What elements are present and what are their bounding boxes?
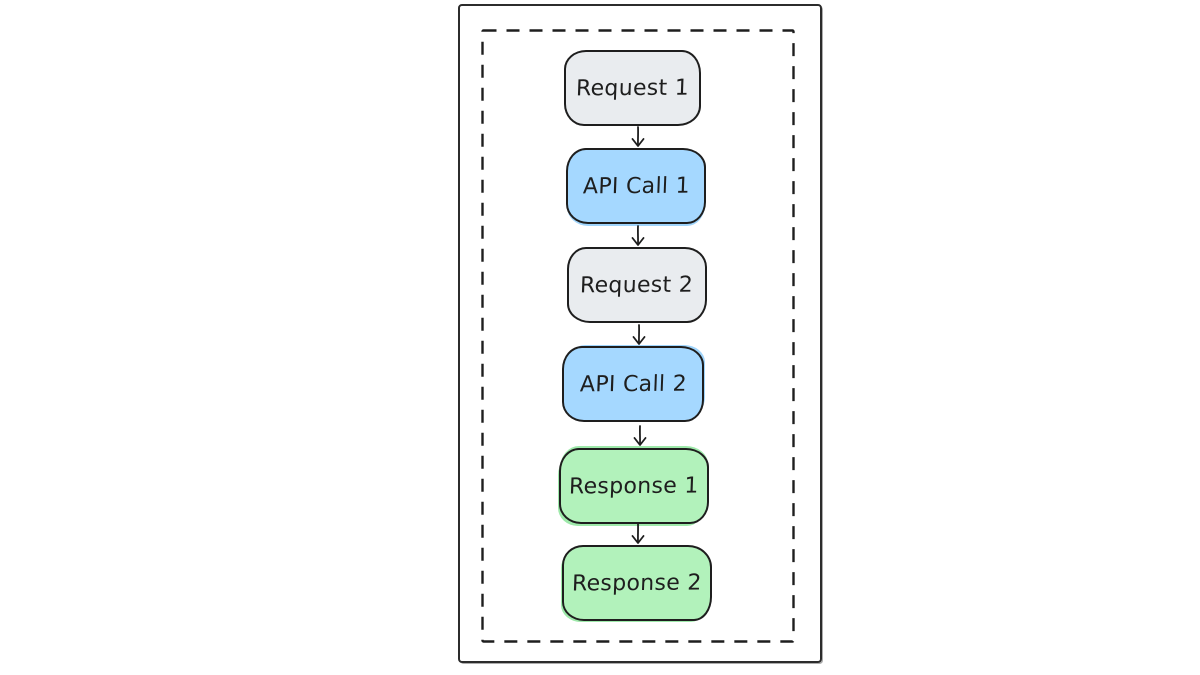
node-response-2: Response 2	[562, 545, 712, 621]
arrow-request-2-to-api-call-2	[632, 324, 646, 345]
node-request-1: Request 1	[564, 50, 701, 126]
node-request-2: Request 2	[567, 247, 707, 323]
node-api-call-1-label: API Call 1	[582, 173, 690, 199]
arrow-api-call-2-to-response-1	[633, 425, 647, 446]
node-response-1-label: Response 1	[568, 473, 700, 499]
arrow-request-1-to-api-call-1	[631, 126, 645, 147]
node-api-call-1: API Call 1	[566, 148, 706, 224]
arrow-response-1-to-response-2	[631, 523, 645, 544]
node-response-2-label: Response 2	[571, 570, 703, 596]
node-api-call-2-label: API Call 2	[579, 371, 687, 397]
arrow-api-call-1-to-request-2	[631, 225, 645, 246]
node-api-call-2: API Call 2	[562, 346, 704, 422]
node-request-2-label: Request 2	[579, 272, 695, 298]
outer-frame	[458, 4, 822, 663]
node-response-1: Response 1	[559, 448, 709, 524]
node-request-1-label: Request 1	[575, 75, 690, 101]
